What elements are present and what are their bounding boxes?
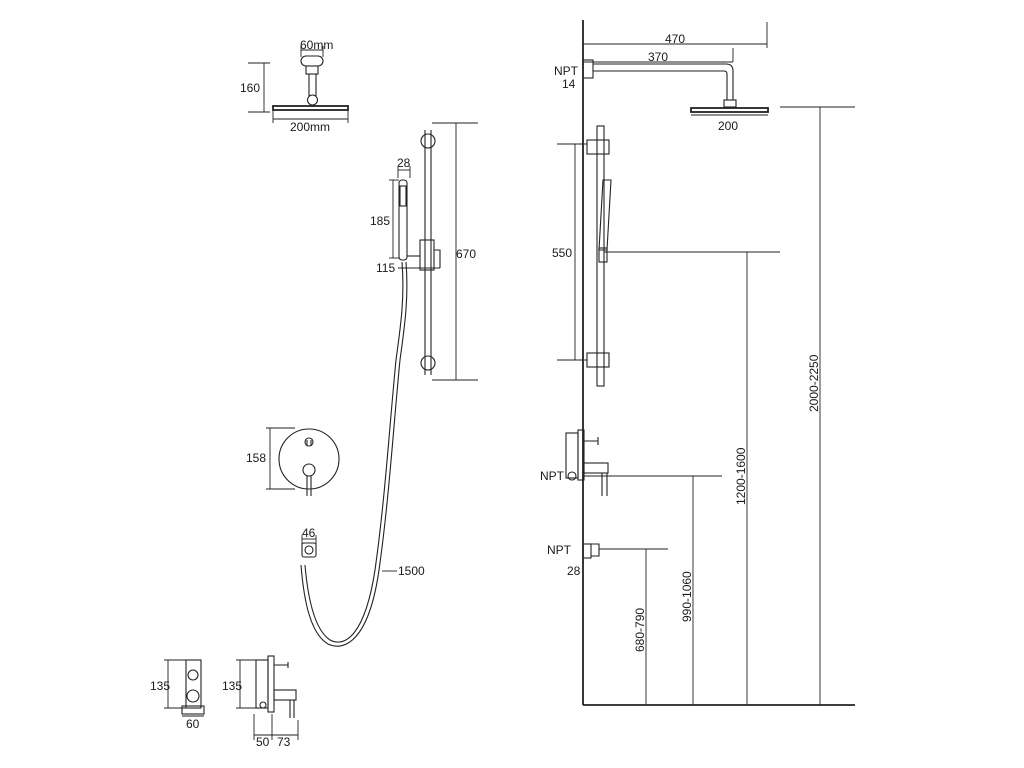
label-hose-length: 1500 (398, 564, 425, 578)
label-side-body-width: 60 (186, 717, 200, 731)
valve-body-side-small (236, 655, 299, 740)
slide-rail-front-view (300, 122, 478, 647)
label-side-depth-a: 50 (256, 735, 270, 749)
label-npt-top-size: 14 (562, 77, 576, 91)
valve-body-front-small (164, 659, 205, 717)
label-head-side-diameter: 200 (718, 119, 738, 133)
label-handshower-length: 185 (370, 214, 390, 228)
label-npt-spout: NPT (547, 543, 572, 557)
label-valve-diameter: 158 (246, 451, 266, 465)
label-slide-range: 550 (552, 246, 572, 260)
label-side-depth-b: 73 (277, 735, 291, 749)
label-npt-top: NPT (554, 64, 579, 78)
wall-outlet-front-view (301, 535, 317, 558)
label-side-body-height: 135 (150, 679, 170, 693)
label-handshower-width: 28 (397, 156, 411, 170)
shower-head-front-view (248, 46, 349, 123)
label-head-diameter: 200mm (290, 120, 330, 134)
label-side-valve-height: 135 (222, 679, 242, 693)
label-head-drop: 160 (240, 81, 260, 95)
label-outlet-width: 46 (302, 526, 316, 540)
label-height-valve: 990-1060 (680, 571, 694, 622)
label-handshower-offset: 115 (376, 261, 395, 275)
label-arm-inner: 370 (648, 50, 668, 64)
label-height-head: 2000-2250 (807, 354, 821, 412)
label-head-arm-width: 60mm (300, 38, 333, 52)
label-height-spout: 680-790 (633, 608, 647, 652)
mixer-valve-front-view (266, 427, 340, 496)
label-rail-length: 670 (456, 247, 476, 261)
label-arm-overall: 470 (665, 32, 685, 46)
label-npt-spout-size: 28 (567, 564, 581, 578)
label-npt-valve: NPT (540, 469, 565, 483)
installation-side-view (557, 20, 855, 706)
label-height-holder: 1200-1600 (734, 447, 748, 505)
